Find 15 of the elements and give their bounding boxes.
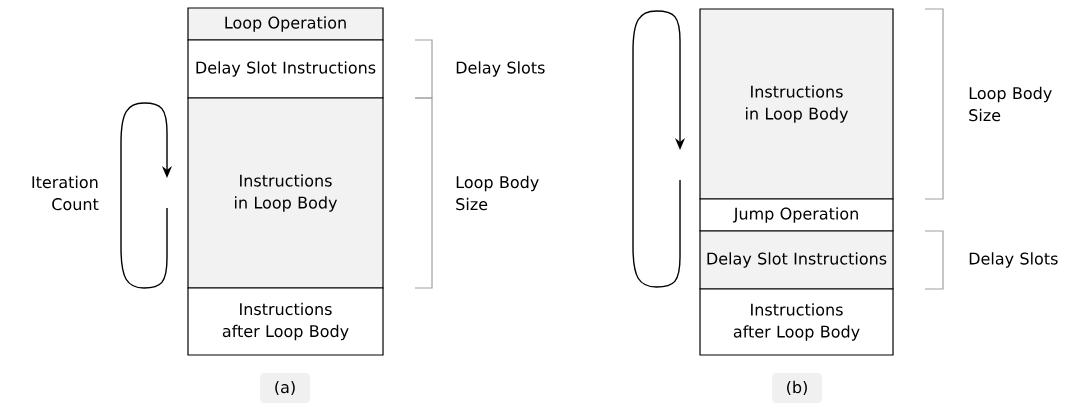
side-label: Delay Slots <box>456 61 545 77</box>
caption-tag: (b) <box>772 373 822 403</box>
side-label: Delay Slots <box>969 252 1058 268</box>
side-label: Iteration Count <box>32 175 99 211</box>
side-label: Loop Body Size <box>456 175 539 211</box>
memory-block: Instructions after Loop Body <box>187 287 384 356</box>
memory-block: Instructions in Loop Body <box>699 8 894 200</box>
memory-block: Loop Operation <box>187 7 384 41</box>
memory-block: Delay Slot Instructions <box>187 39 384 99</box>
caption-tag: (a) <box>260 373 310 403</box>
memory-block: Instructions in Loop Body <box>187 97 384 289</box>
memory-block: Instructions after Loop Body <box>699 288 894 356</box>
side-label: Loop Body Size <box>969 86 1052 122</box>
memory-block: Jump Operation <box>699 198 894 232</box>
memory-block: Delay Slot Instructions <box>699 230 894 290</box>
